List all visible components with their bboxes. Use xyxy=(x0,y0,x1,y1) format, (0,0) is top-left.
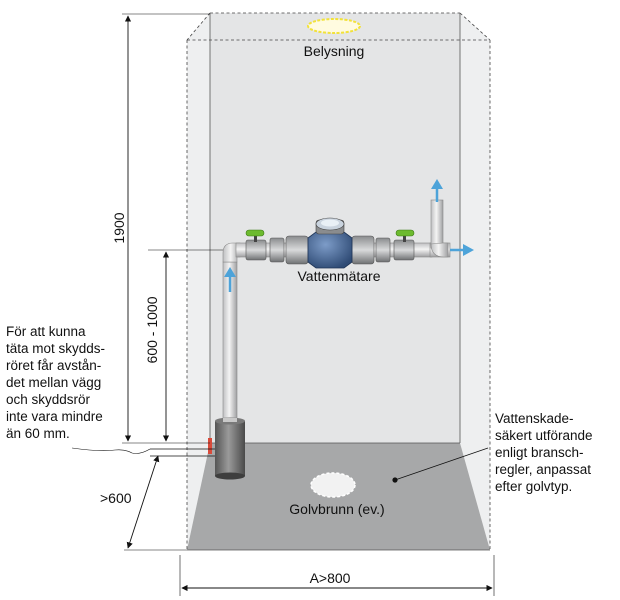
water-meter-label: Vattenmätare xyxy=(297,268,380,284)
note-line: det mellan vägg xyxy=(6,375,102,390)
right-side-wall xyxy=(460,13,490,550)
lighting-label: Belysning xyxy=(304,43,365,59)
gap-dimension xyxy=(71,447,215,457)
room xyxy=(186,12,491,551)
floor-drain-icon xyxy=(310,472,356,498)
left-side-wall xyxy=(187,13,210,550)
dimension-height-label: 1900 xyxy=(111,212,127,243)
note-water-damage: Vattenskade- säkert utförande enligt bra… xyxy=(495,410,593,495)
floor-callout-line xyxy=(394,447,489,481)
note-line: täta mot skydds- xyxy=(6,341,106,356)
dimension-width xyxy=(179,555,495,596)
fittings xyxy=(245,235,415,265)
note-line: Vattenskade- xyxy=(495,411,574,426)
note-line: enligt bransch- xyxy=(495,445,584,460)
dimension-meter-height-label: 600 - 1000 xyxy=(144,296,160,363)
flow-arrow-up-icon xyxy=(431,179,443,202)
note-line: efter golvtyp. xyxy=(495,479,573,494)
valve-handle-right-icon xyxy=(395,229,415,242)
water-meter-icon xyxy=(307,217,353,269)
floor-drain-label: Golvbrunn (ev.) xyxy=(289,501,384,517)
seal-marker xyxy=(208,438,212,454)
note-sleeve-distance: För att kunna täta mot skydds- röret får… xyxy=(6,323,105,442)
note-line: inte vara mindre xyxy=(6,409,103,424)
dimension-width-label: A>800 xyxy=(310,570,351,586)
note-line: än 60 mm. xyxy=(6,426,70,441)
dimension-meter-height xyxy=(148,249,223,442)
note-line: och skyddsrör xyxy=(6,392,91,407)
flow-arrow-right-icon xyxy=(450,244,474,256)
dimension-depth-label: >600 xyxy=(100,490,132,506)
note-line: röret får avstån- xyxy=(6,358,102,373)
protective-sleeve xyxy=(215,417,245,480)
note-line: säkert utförande xyxy=(495,428,593,443)
valve-handle-left-icon xyxy=(245,229,265,242)
outlet-riser xyxy=(430,199,449,258)
ceiling-light-icon xyxy=(307,18,361,34)
note-line: För att kunna xyxy=(6,324,86,339)
dimension-depth xyxy=(124,455,187,551)
flow-arrow-in-icon xyxy=(224,267,236,292)
dimension-height xyxy=(122,13,210,444)
note-line: regler, anpassat xyxy=(495,462,592,477)
